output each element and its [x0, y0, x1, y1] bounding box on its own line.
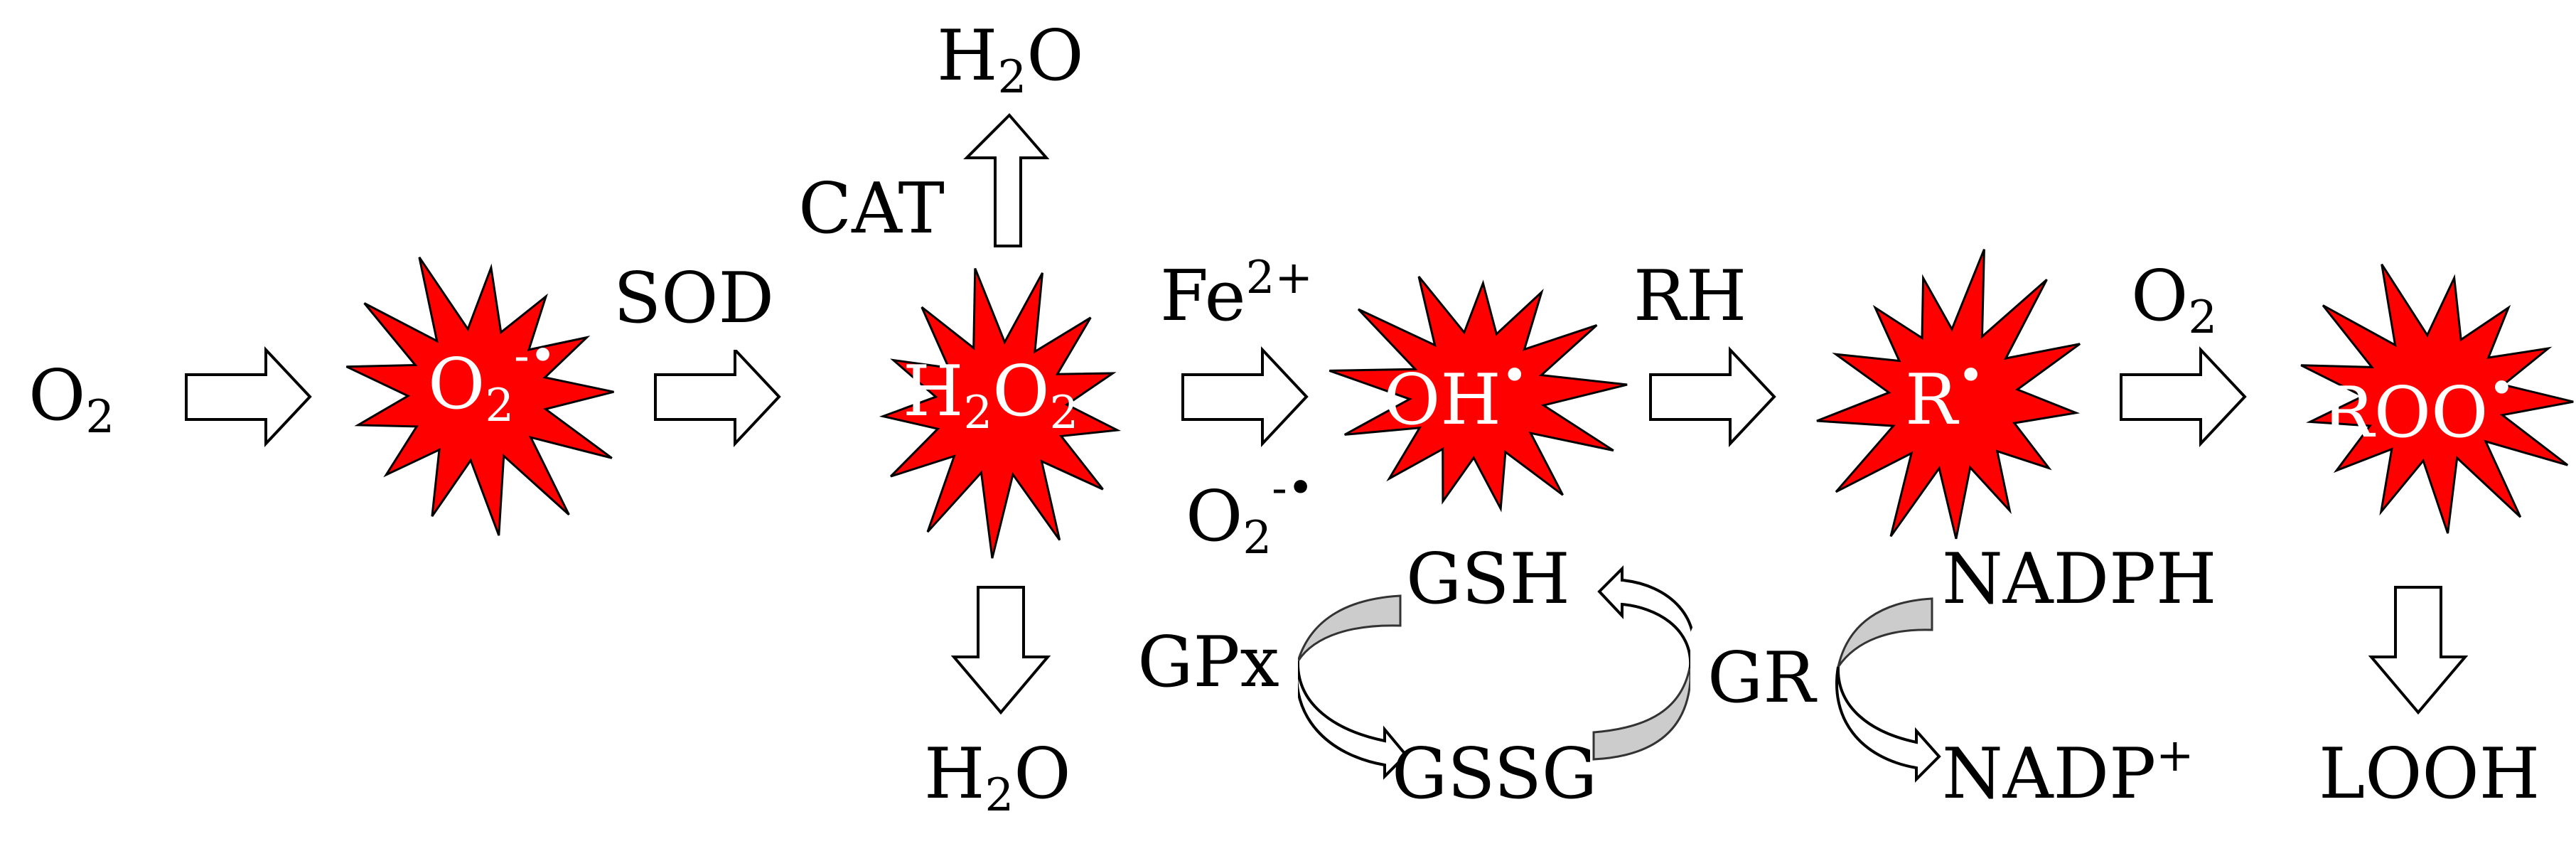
arrow-down-to-water — [950, 586, 1051, 715]
h2o2-label: H2O2 — [903, 351, 1078, 439]
arrow-down-to-looh — [2368, 586, 2469, 715]
gr-box — [1690, 620, 1832, 729]
arrow-up-to-water — [963, 113, 1050, 247]
water-top-label: H2O — [937, 16, 1084, 104]
alkyl-label: R• — [1905, 350, 1985, 441]
gr-to-gsh-arrow — [1597, 565, 1695, 669]
arrow-hydroxyl-to-alkyl — [1649, 346, 1776, 448]
gsh-to-gpx-curve — [1297, 594, 1402, 662]
arrow-superoxide-to-h2o2 — [654, 346, 781, 448]
arrow-alkyl-to-peroxyl — [2120, 346, 2247, 448]
cat-label: CAT — [798, 168, 945, 250]
oxygen-start-label: O2 — [28, 355, 114, 444]
gpx-box — [1119, 604, 1298, 714]
hydroxyl-starburst — [1329, 276, 1628, 513]
black-labels: O2 H2O Fe2+ O2-• RH O2 H2O GSH GSSG NADP… — [28, 16, 2540, 822]
h2o2-starburst — [879, 267, 1122, 559]
hydroxyl-label: OH• — [1383, 350, 1528, 441]
peroxyl-starburst — [2300, 263, 2574, 534]
cat-box — [784, 151, 959, 260]
arrow-h2o2-to-hydroxyl — [1181, 346, 1309, 448]
rh-label: RH — [1633, 256, 1746, 337]
gssg-label: GSSG — [1392, 734, 1597, 815]
gssg-to-gr-curve — [1592, 663, 1692, 761]
water-bottom-label: H2O — [924, 734, 1071, 822]
sod-label: SOD — [613, 258, 774, 339]
alkyl-starburst — [1816, 249, 2081, 540]
radical-starbursts — [345, 249, 2574, 559]
superoxide-label: O2-• — [428, 330, 556, 432]
enzyme-boxes: SOD CAT GPx GR — [607, 151, 1832, 729]
nadph-to-gr-curve — [1837, 597, 1933, 668]
nadph-label: NADPH — [1942, 539, 2217, 620]
gpx-label: GPx — [1137, 622, 1279, 703]
radical-labels: O2-• H2O2 OH• R• ROO• — [428, 330, 2515, 454]
arrow-o2-to-superoxide — [185, 346, 312, 448]
vertical-arrows — [950, 113, 2469, 715]
peroxyl-label: ROO• — [2322, 363, 2515, 454]
gr-label: GR — [1707, 638, 1818, 719]
oxygen-top-label: O2 — [2131, 256, 2217, 344]
iron-label: Fe2+ — [1160, 252, 1313, 337]
superoxide-starburst — [345, 257, 614, 536]
looh-label: LOOH — [2319, 734, 2540, 815]
gr-to-nadp-arrow — [1835, 666, 1941, 783]
sod-box — [607, 240, 782, 350]
gpx-to-gssg-arrow — [1295, 660, 1408, 780]
superoxide-reagent-label: O2-• — [1186, 462, 1314, 565]
nadp-label: NADP+ — [1942, 729, 2194, 815]
horizontal-arrows — [185, 346, 2247, 448]
gsh-label: GSH — [1406, 539, 1570, 620]
